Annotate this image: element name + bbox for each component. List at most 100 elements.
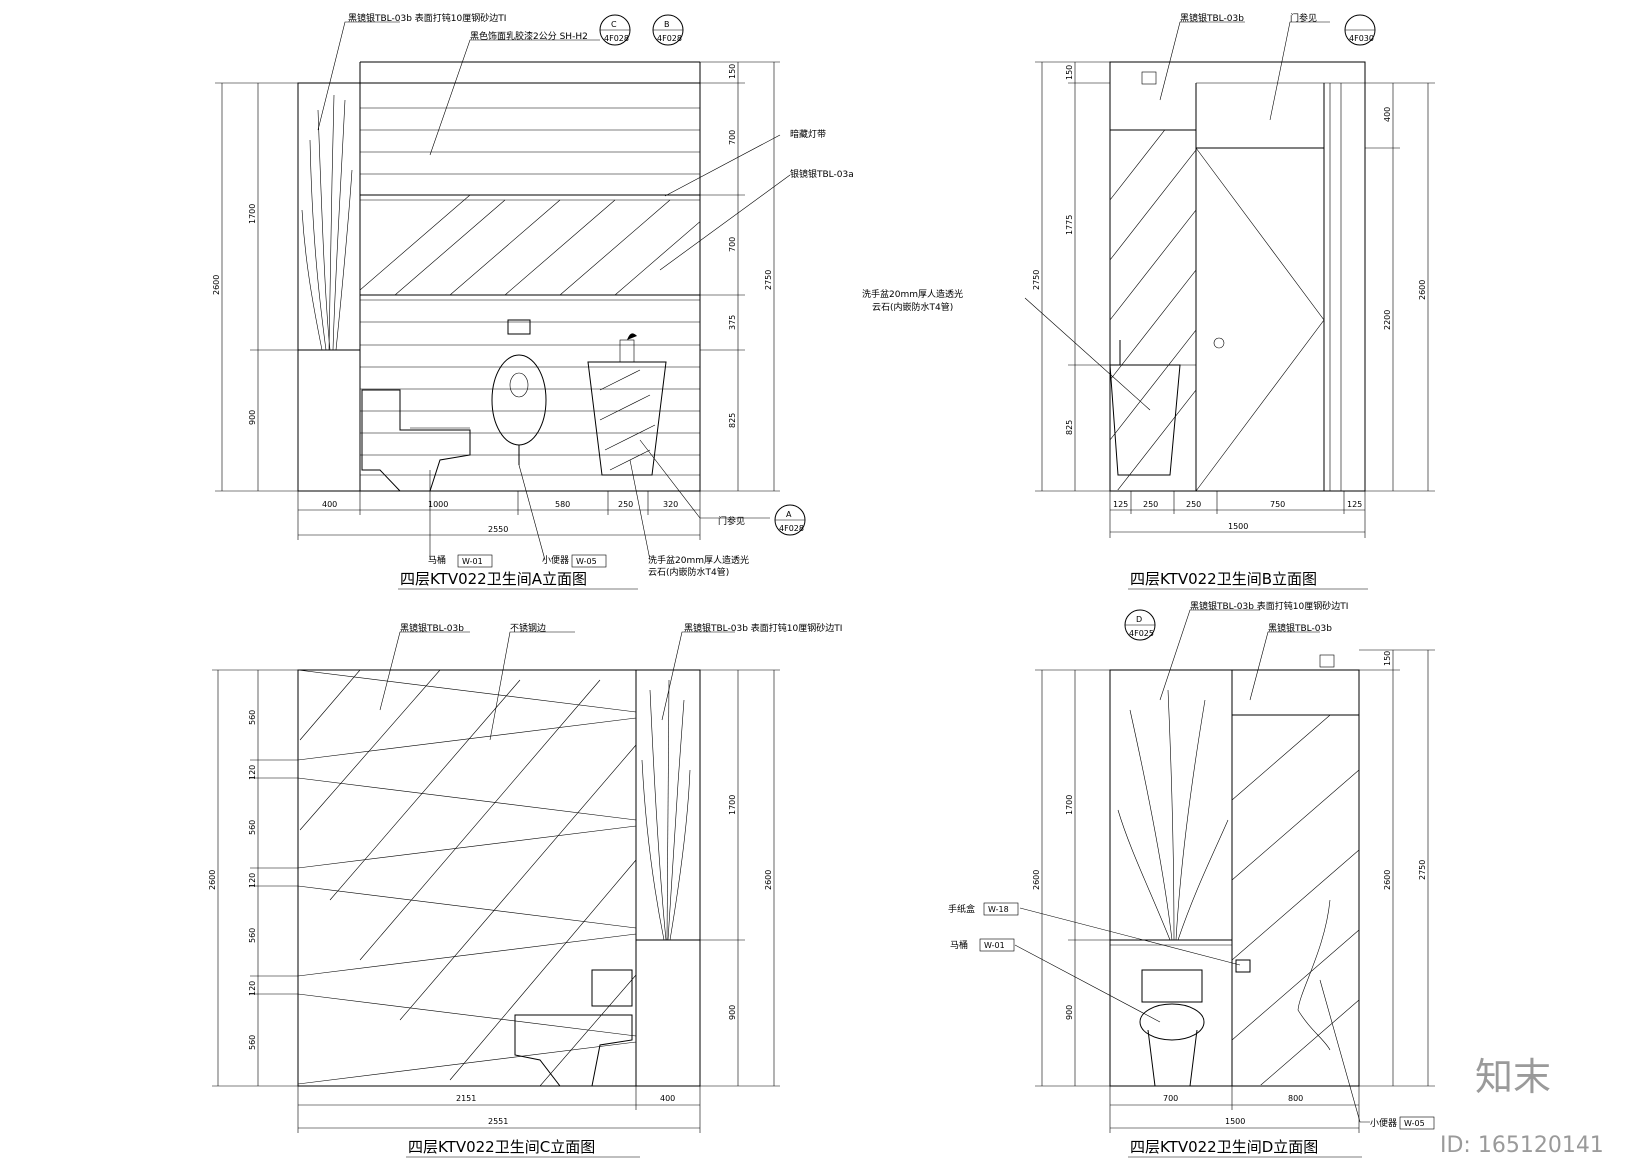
svg-text:560: 560	[248, 710, 257, 725]
elev-a-leaders	[317, 21, 791, 561]
svg-text:4F028: 4F028	[604, 34, 629, 43]
elev-a-dim-825: 825	[728, 413, 737, 428]
elev-d-label-toilet: 马桶	[950, 939, 968, 951]
elev-d-note-top2: 黑镜银TBL-03b	[1268, 622, 1332, 634]
elev-c-leaders	[379, 631, 735, 741]
elev-d-title: 四层KTV022卫生间D立面图	[1130, 1138, 1318, 1156]
elev-a-dim-left	[215, 82, 298, 492]
elev-a-note-top2: 黑色饰面乳胶漆2公分 SH-H2	[470, 30, 588, 42]
elev-a-dim-150: 150	[728, 64, 737, 79]
elev-a-dim-580: 580	[555, 500, 570, 509]
elev-a-dim-900: 900	[248, 410, 257, 425]
elev-a-label-urinal: 小便器	[542, 554, 569, 566]
svg-text:400: 400	[660, 1094, 675, 1103]
elev-d-urinal-code: W-05	[1404, 1119, 1425, 1128]
elev-d-dim-bottom	[1109, 1086, 1360, 1133]
elev-b-leaders	[1024, 21, 1330, 411]
elevation-d: 1700 900 2600 150 2600 2750 700 800 1500…	[948, 600, 1435, 1158]
elevation-a: 1700 900 2600 150 700 700 375 825 2750 4…	[212, 12, 854, 590]
svg-text:250: 250	[1186, 500, 1201, 509]
elev-a-urinal	[491, 319, 547, 465]
svg-text:1500: 1500	[1228, 522, 1248, 531]
elev-a-dim-right	[700, 61, 780, 492]
svg-text:400: 400	[1383, 107, 1392, 122]
svg-text:4F028: 4F028	[779, 524, 804, 533]
elev-a-dim-1700: 1700	[248, 204, 257, 224]
elev-a-panel-lines	[360, 82, 700, 476]
elev-c-planter-base	[635, 939, 701, 1087]
svg-text:150: 150	[1383, 651, 1392, 666]
elev-a-tag-b: B 4F028	[652, 14, 684, 46]
svg-text:1775: 1775	[1065, 215, 1074, 235]
elev-a-toilet-code: W-01	[462, 557, 483, 566]
svg-text:C: C	[611, 20, 617, 29]
elev-b-mirror	[1110, 130, 1196, 490]
elev-a-toilet	[361, 389, 471, 492]
elev-d-note-top1: 黑镜银TBL-03b 表面打钝10厘钢砂边TI	[1190, 600, 1348, 612]
elev-c-title: 四层KTV022卫生间C立面图	[408, 1138, 595, 1156]
elev-a-tag-c: C 4F028	[599, 14, 631, 46]
svg-text:2600: 2600	[1418, 280, 1427, 300]
svg-text:125: 125	[1113, 500, 1128, 509]
elev-d-mirror	[1232, 715, 1359, 1085]
svg-text:900: 900	[728, 1005, 737, 1020]
elev-a-label-toilet: 马桶	[428, 554, 446, 566]
elev-d-toilet-code: W-01	[984, 941, 1005, 950]
watermark-id: ID: 165120141	[1440, 1133, 1604, 1158]
svg-text:700: 700	[1163, 1094, 1178, 1103]
elev-b-outline	[1109, 61, 1366, 492]
elev-c-toilet	[514, 969, 633, 1087]
elev-a-dim-2750: 2750	[764, 270, 773, 290]
svg-text:4F030: 4F030	[1349, 34, 1374, 43]
elev-c-plant	[641, 679, 691, 941]
elev-c-note-top3: 黑镜银TBL-03b 表面打钝10厘钢砂边TI	[684, 622, 842, 634]
elev-b-door-ref: 门参见	[1290, 12, 1317, 24]
elev-a-label-basin1: 洗手盆20mm厚人造透光	[648, 554, 749, 566]
elev-b-title: 四层KTV022卫生间B立面图	[1130, 570, 1317, 588]
elev-a-dim-bottom	[297, 491, 701, 540]
elev-c-dim-left	[212, 669, 298, 1087]
elev-b-dim-left	[1035, 61, 1110, 492]
svg-text:2750: 2750	[1032, 270, 1041, 290]
elev-b-dim-bottom	[1109, 491, 1366, 538]
svg-text:2551: 2551	[488, 1117, 508, 1126]
elev-c-note-top2: 不锈钢边	[510, 622, 546, 634]
elev-c-note-top1: 黑镜银TBL-03b	[400, 622, 464, 634]
svg-text:2600: 2600	[764, 870, 773, 890]
elev-a-planter-base	[297, 349, 361, 492]
svg-text:120: 120	[248, 981, 257, 996]
elev-b-basin-label1: 洗手盆20mm厚人造透光	[862, 288, 963, 300]
elev-a-urinal-code: W-05	[576, 557, 597, 566]
elev-d-label-paper: 手纸盒	[948, 903, 975, 915]
elev-a-dim-2550: 2550	[488, 525, 508, 534]
svg-text:4F025: 4F025	[1129, 629, 1154, 638]
elev-d-plant	[1117, 689, 1229, 941]
svg-text:750: 750	[1270, 500, 1285, 509]
svg-text:1700: 1700	[728, 795, 737, 815]
elev-a-label-basin2: 云石(内嵌防水T4管)	[648, 566, 729, 578]
elev-b-basin	[1109, 364, 1181, 476]
elev-a-basin	[587, 333, 667, 476]
elev-a-dim-700a: 700	[728, 130, 737, 145]
svg-text:A: A	[786, 510, 792, 519]
svg-text:B: B	[664, 20, 670, 29]
svg-text:120: 120	[248, 873, 257, 888]
svg-text:2600: 2600	[208, 870, 217, 890]
svg-text:2750: 2750	[1418, 860, 1427, 880]
elev-c-outline	[297, 669, 701, 1087]
elev-a-note-mirror1: 暗藏灯带	[790, 128, 826, 140]
svg-text:4F028: 4F028	[657, 34, 682, 43]
svg-text:120: 120	[248, 765, 257, 780]
elev-d-urinal	[1297, 899, 1331, 1051]
svg-text:800: 800	[1288, 1094, 1303, 1103]
svg-text:2200: 2200	[1383, 310, 1392, 330]
elev-a-plant	[301, 94, 353, 351]
elev-a-dim-700b: 700	[728, 237, 737, 252]
svg-text:1700: 1700	[1065, 795, 1074, 815]
elevation-c: 560 120 560 120 560 120 560 2600 1700 90…	[208, 622, 842, 1158]
svg-text:125: 125	[1347, 500, 1362, 509]
elev-a-dim-1000: 1000	[428, 500, 448, 509]
elev-a-dim-400: 400	[322, 500, 337, 509]
elev-d-toilet	[1139, 969, 1205, 1087]
